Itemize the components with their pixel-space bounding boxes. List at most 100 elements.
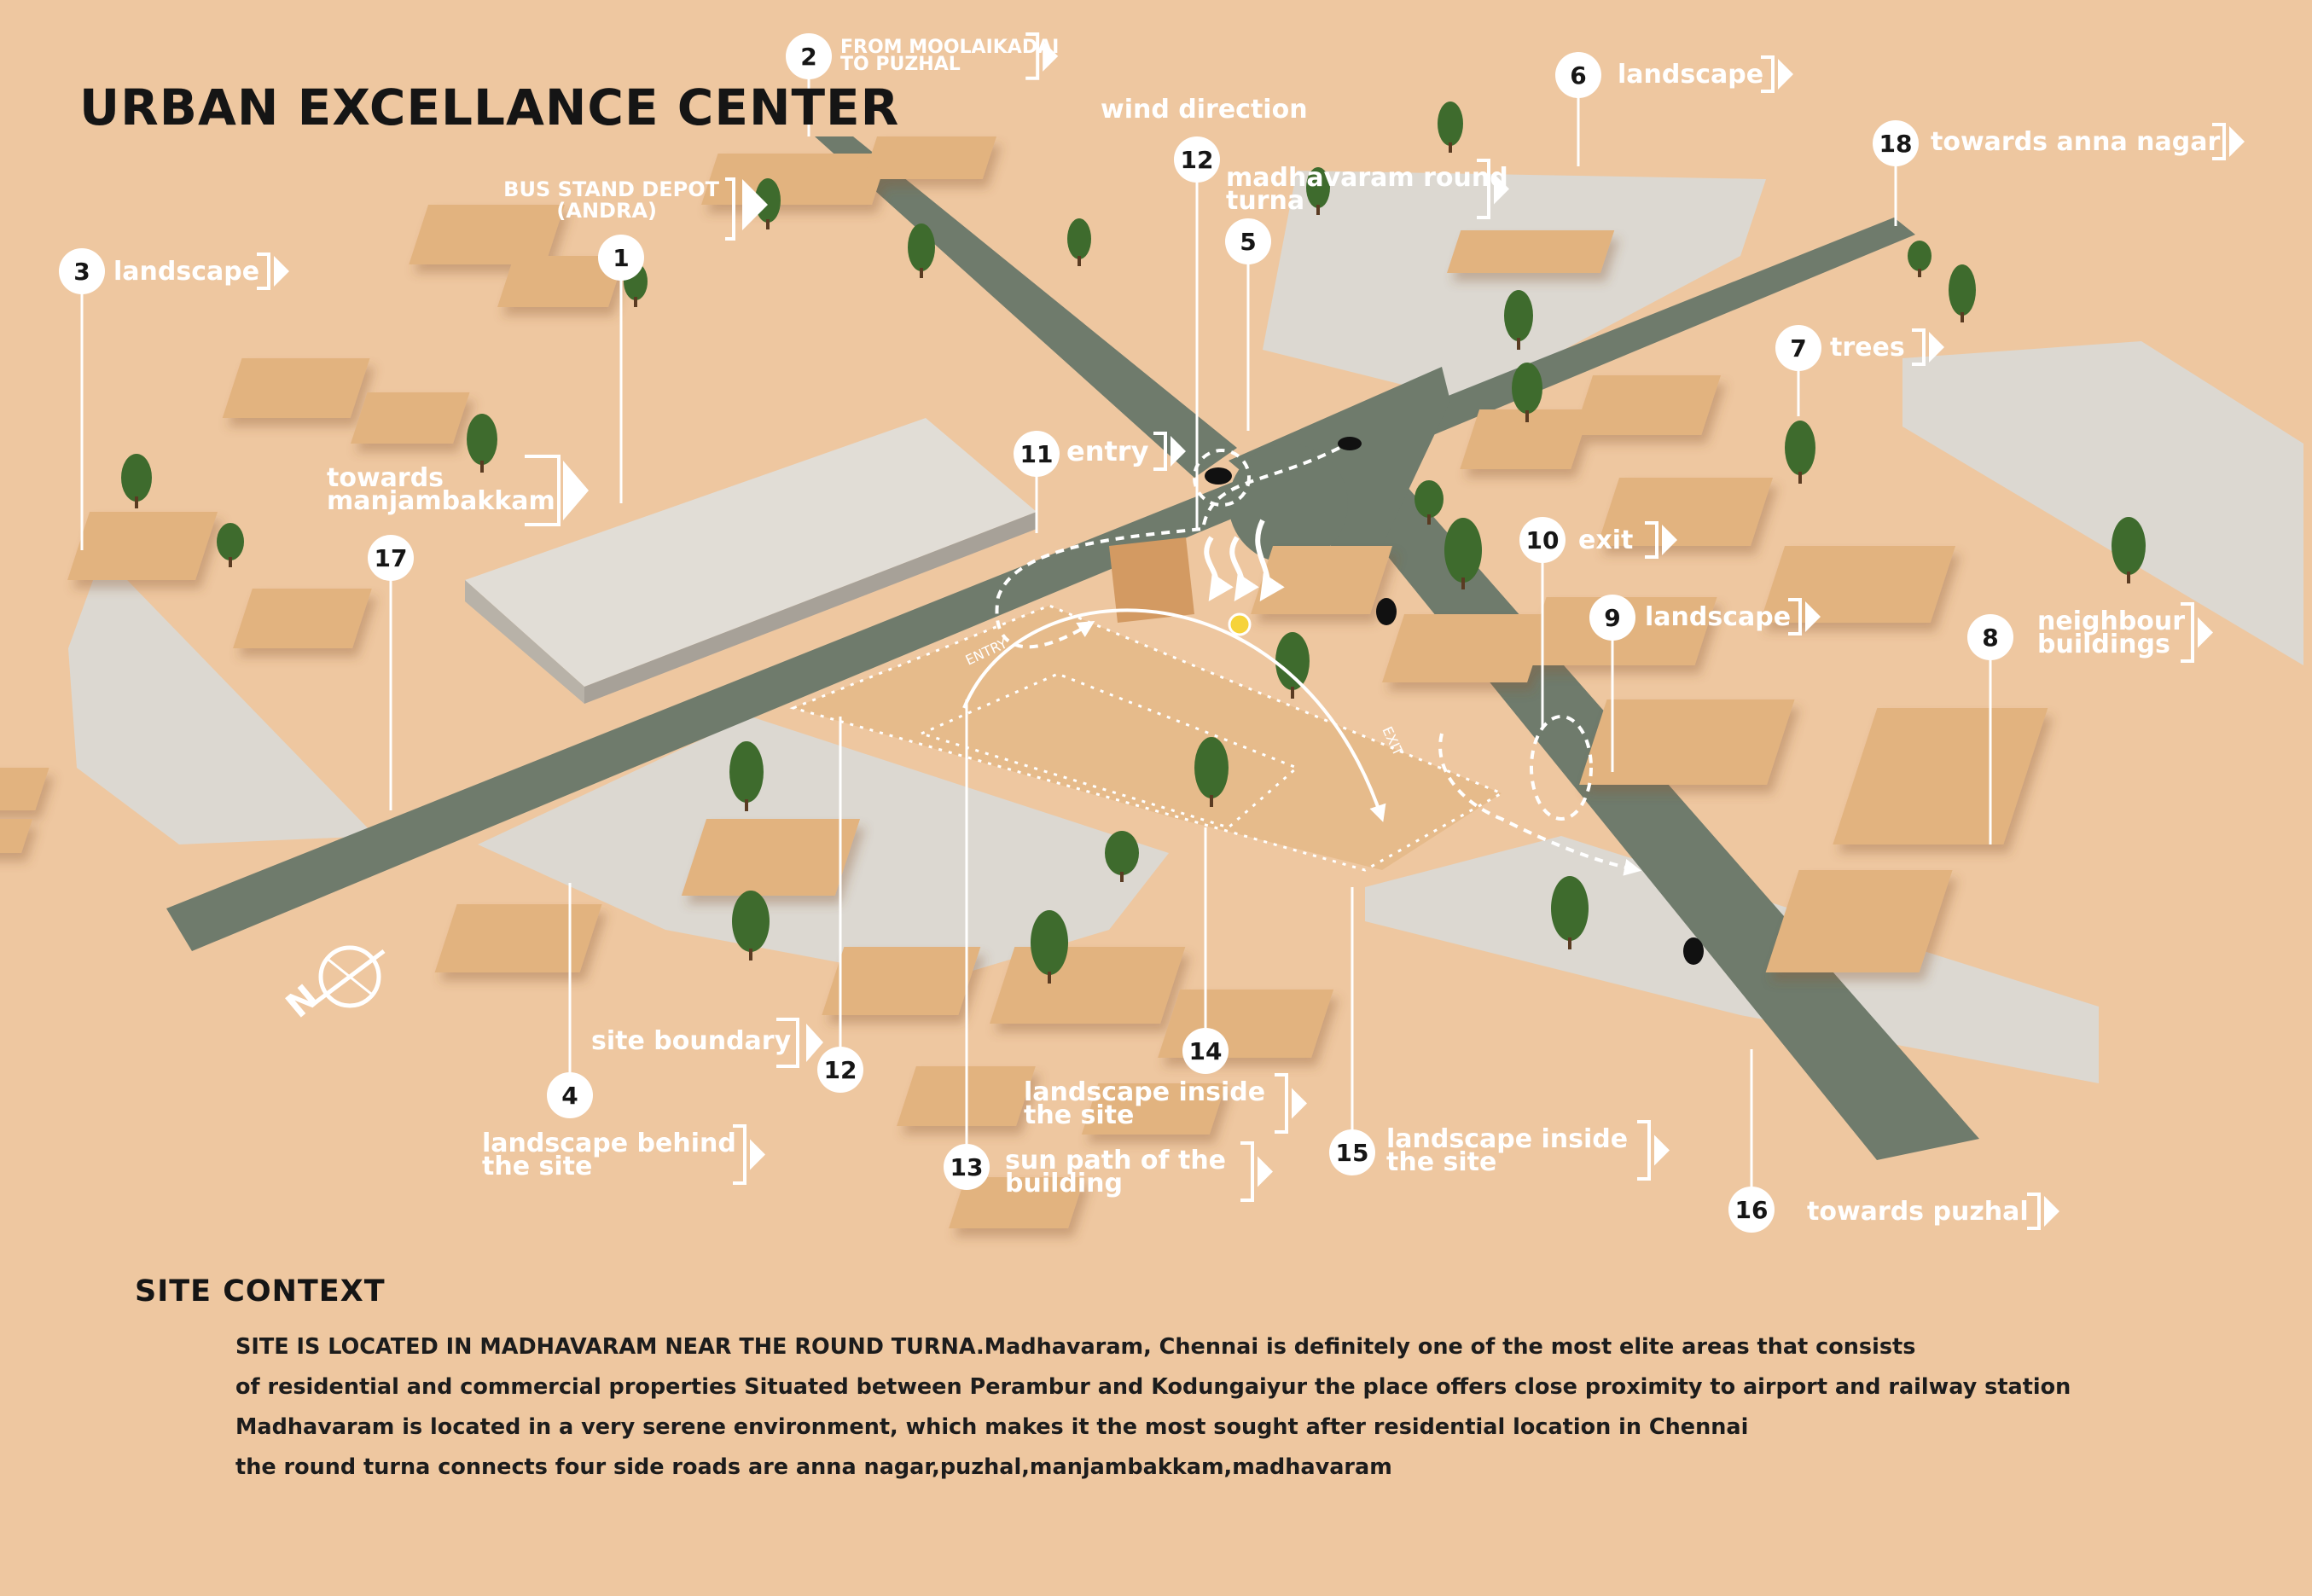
callout-bracket [1153, 432, 1167, 471]
tree [1444, 518, 1482, 589]
manjambakkam-line-2: manjambakkam [327, 486, 555, 516]
callout-number: 18 [1879, 130, 1913, 158]
callout-arrow [2229, 126, 2245, 157]
callout-arrow [750, 1139, 765, 1170]
callout-bracket [2027, 1193, 2041, 1230]
callout-bracket [1477, 159, 1490, 219]
callout-text: landscape [113, 257, 259, 287]
site-context-line: Madhavaram is located in a very serene e… [235, 1414, 1749, 1440]
callout-arrow [1258, 1156, 1273, 1187]
tree [217, 523, 244, 567]
callout-arrow [1654, 1135, 1670, 1166]
callout-1: 1 [598, 235, 644, 503]
callout-number: 6 [1570, 61, 1586, 90]
bus-stand-line-1: BUS STAND DEPOT [503, 177, 719, 201]
callout-number-badge [817, 1047, 863, 1093]
compass-north-label: N [279, 978, 326, 1026]
callout-text: towards puzhal [1807, 1197, 2029, 1227]
site-context-heading: SITE CONTEXT [135, 1274, 386, 1309]
callout-text: neighbour [2037, 606, 2185, 636]
callout-text: landscape behind [482, 1129, 736, 1158]
page-title: URBAN EXCELLANCE CENTER [79, 78, 900, 136]
callout-number-badge [1329, 1129, 1375, 1175]
callout-bracket [2212, 123, 2226, 160]
callout-16: 16 towards puzhal [1728, 1049, 2059, 1233]
sun-path-arc [962, 608, 1386, 822]
trees [121, 102, 2146, 984]
entry-loop [1193, 449, 1251, 507]
callout-text: turna [1226, 186, 1304, 216]
callout-arrow [1805, 601, 1821, 632]
callout-text: exit [1578, 525, 1633, 555]
callout-bracket [1645, 521, 1658, 559]
callout-number: 16 [1735, 1196, 1769, 1224]
callout-number-badge [786, 33, 832, 79]
road-east-west-flyover [166, 218, 1915, 951]
callout-arrow [1929, 332, 1944, 363]
callout-bracket [1025, 32, 1040, 80]
tree [1194, 737, 1229, 807]
callout-text: towards anna nagar [1931, 127, 2220, 157]
cars [1205, 437, 1704, 965]
callout-text: the site [1386, 1147, 1496, 1177]
callout-number-badge [598, 235, 644, 281]
callout-bracket [1240, 1141, 1254, 1202]
callout-arrow [1494, 173, 1509, 205]
site-context-paragraph: SITE IS LOCATED IN MADHAVARAM NEAR THE R… [235, 1327, 2232, 1488]
tree [1438, 102, 1463, 153]
tree [1031, 910, 1068, 984]
callout-number: 7 [1790, 334, 1806, 363]
tree [1785, 421, 1815, 484]
tree [729, 741, 764, 811]
paved-area-east [1902, 341, 2303, 665]
site-plot [789, 537, 1505, 872]
bus-stand-label: BUS STAND DEPOT (ANDRA) [503, 177, 768, 241]
callout-number-badge [547, 1072, 593, 1118]
car [1376, 598, 1397, 625]
callout-bracket [1912, 328, 1926, 366]
callout-bracket [733, 1124, 746, 1185]
callout-text: landscape [1645, 602, 1791, 632]
wind-direction-label: wind direction [1101, 95, 1308, 125]
tree [1067, 218, 1091, 266]
callout-number-badge [1174, 136, 1220, 183]
tree [1306, 167, 1330, 215]
tree [732, 891, 770, 961]
callout-number-badge [59, 248, 105, 294]
tree [755, 178, 781, 229]
site-boundary-label: site boundary [591, 1018, 823, 1068]
manjambakkam-label: towards manjambakkam [327, 455, 589, 526]
callout-number: 8 [1982, 624, 1998, 652]
site-context-line: of residential and commercial properties… [235, 1374, 2071, 1400]
tree [1415, 480, 1444, 525]
callout-bracket [257, 252, 270, 290]
exit-loop [1530, 715, 1593, 821]
site-context-line: the round turna connects four side roads… [235, 1454, 1392, 1480]
callout-number: 12 [1181, 146, 1214, 174]
tree [1512, 363, 1542, 422]
callout-text: trees [1830, 333, 1905, 363]
tree [121, 454, 152, 508]
wind-arrows [1204, 519, 1285, 601]
callout-text: FROM MOOLAIKADAI [840, 37, 1059, 58]
callout-bracket [1275, 1073, 1288, 1134]
callout-bracket [2181, 602, 2194, 663]
car [1683, 937, 1704, 965]
building-blocks [0, 136, 2048, 1228]
round-turna [1229, 444, 1348, 563]
site-boundary-text: site boundary [591, 1026, 792, 1056]
callout-text: sun path of the [1005, 1146, 1226, 1175]
callout-12: 12 [817, 717, 863, 1093]
tree [1949, 264, 1976, 322]
callout-number-badge [1873, 120, 1919, 166]
callout-5: 5 [1225, 218, 1271, 431]
